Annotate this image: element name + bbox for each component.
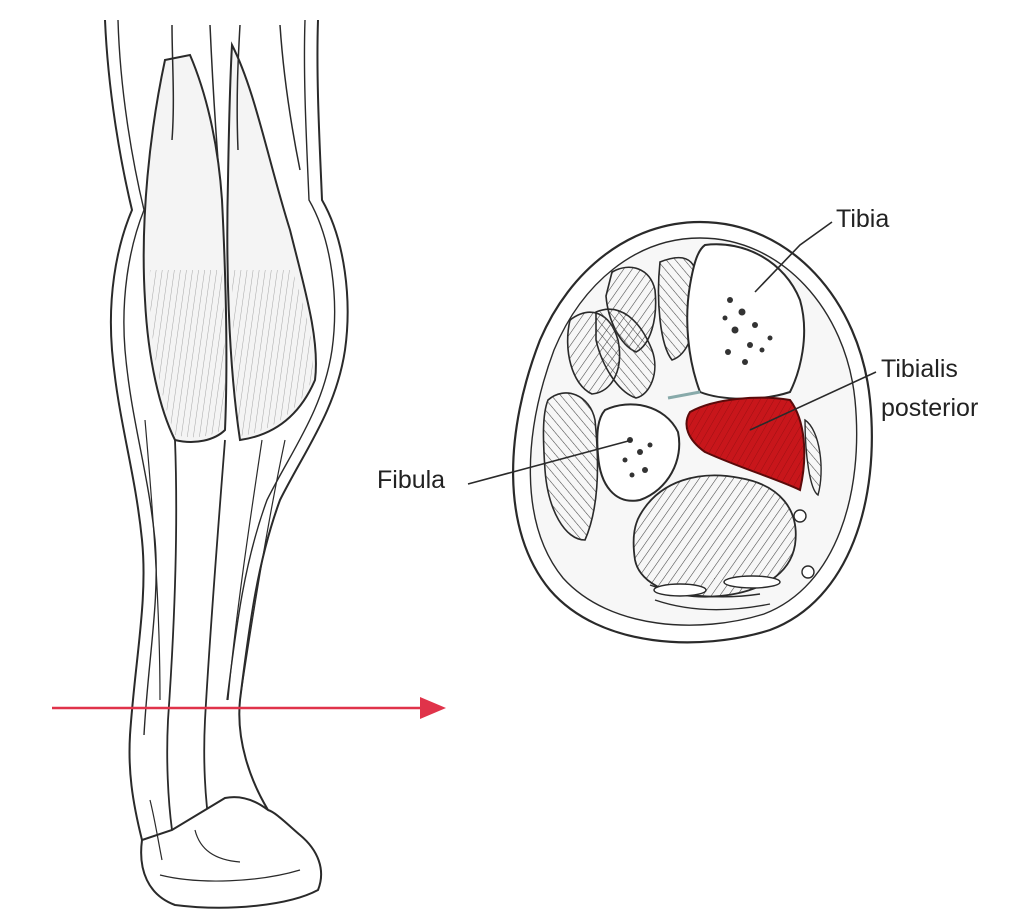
tibialis-posterior-label-line1: Tibialis bbox=[881, 355, 958, 384]
achilles-tendon bbox=[167, 440, 176, 830]
tibia-label: Tibia bbox=[836, 205, 889, 234]
tibialis-posterior-label-line2: posterior bbox=[881, 394, 978, 423]
leg-outline-left bbox=[105, 20, 144, 840]
posterior-leg-illustration bbox=[105, 20, 348, 908]
heel-outline bbox=[141, 797, 321, 908]
section-level-arrow bbox=[52, 697, 446, 719]
fibula-label: Fibula bbox=[377, 466, 445, 495]
leg-cross-section bbox=[513, 222, 872, 642]
